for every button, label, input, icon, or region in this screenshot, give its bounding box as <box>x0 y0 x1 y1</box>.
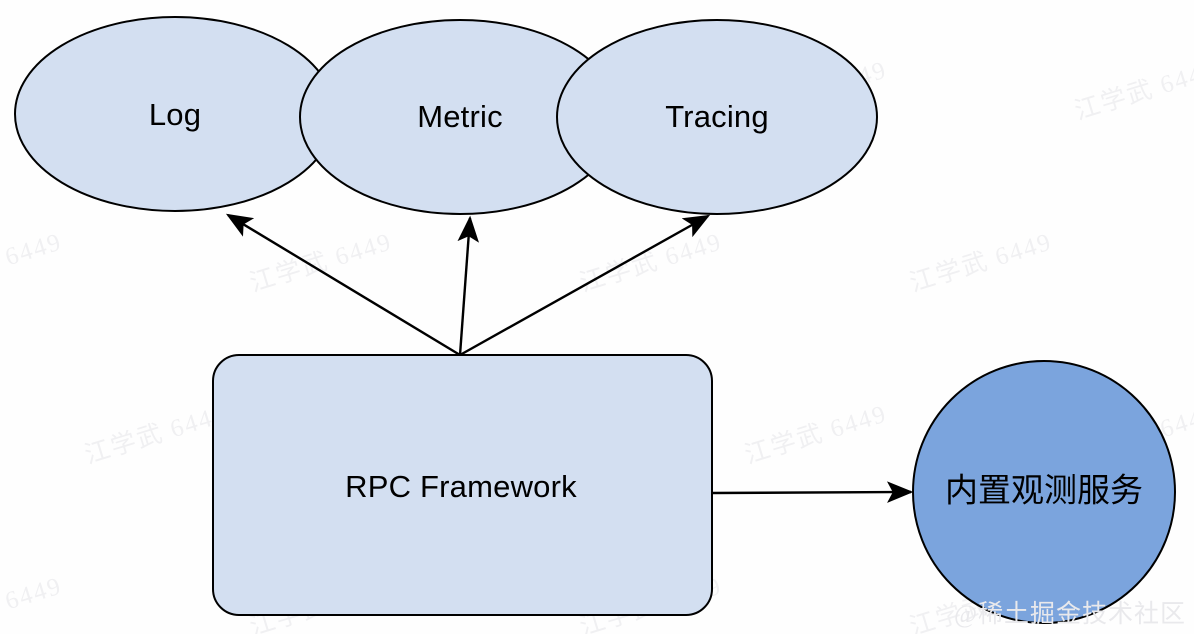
edge-rpc-to-tracing[interactable] <box>459 214 711 357</box>
log-label: Log <box>149 97 201 132</box>
builtin-service-circle[interactable] <box>912 360 1176 624</box>
node-log[interactable]: Log <box>14 16 336 212</box>
rpc-framework-label: RPC Framework <box>345 469 577 504</box>
tracing-ellipse[interactable] <box>556 19 878 215</box>
edge-rpc-to-metric[interactable] <box>457 215 480 356</box>
edge-rpc-to-service[interactable] <box>711 481 914 503</box>
edge-group <box>225 213 914 503</box>
node-rpc-framework[interactable]: RPC Framework <box>212 354 713 616</box>
tracing-label: Tracing <box>665 99 769 134</box>
node-builtin-observability-service[interactable]: 内置观测服务 <box>912 360 1176 624</box>
rpc-framework-box[interactable] <box>212 354 713 616</box>
builtin-service-label: 内置观测服务 <box>945 472 1143 509</box>
metric-label: Metric <box>417 99 503 134</box>
edge-rpc-to-log[interactable] <box>225 213 461 357</box>
node-metric[interactable]: Metric <box>299 19 621 215</box>
node-tracing[interactable]: Tracing <box>556 19 878 215</box>
